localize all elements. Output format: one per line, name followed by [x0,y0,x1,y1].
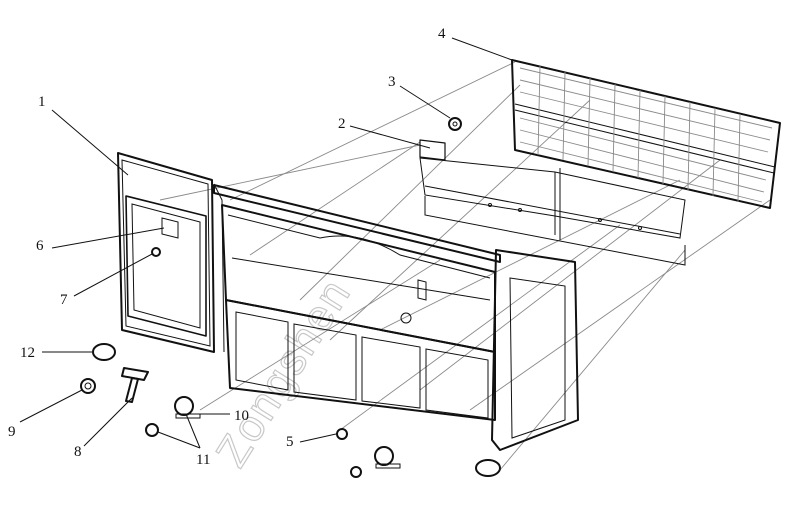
callout-1: 1 [38,94,46,110]
grille-mesh-panel [511,59,781,209]
button-plug-left [80,378,96,394]
callout-3: 3 [388,74,396,90]
callout-5: 5 [286,434,294,450]
callout-8: 8 [74,444,82,460]
callout-7: 7 [60,292,68,308]
bolt-lower [350,466,362,478]
small-parts [80,343,501,478]
main-front-frame [213,184,579,451]
bolt-5 [336,428,348,440]
callout-labels: 1 2 3 4 5 6 7 8 9 10 11 12 [8,26,446,468]
callout-12: 12 [20,345,35,361]
left-foot-pad [92,343,116,361]
reinforcement-plates [419,139,686,266]
callout-11: 11 [196,452,210,468]
rubber-grommet [145,423,159,437]
washer [448,117,462,131]
leader-lines [19,37,513,449]
callout-2: 2 [338,116,346,132]
callout-10: 10 [234,408,249,424]
horn-left [174,396,201,419]
left-side-panel [117,152,225,353]
callout-9: 9 [8,424,16,440]
callout-4: 4 [438,26,446,42]
horn-right [374,446,401,469]
callout-6: 6 [36,238,44,254]
tool-bracket [121,367,149,403]
right-foot-pad [475,459,501,477]
